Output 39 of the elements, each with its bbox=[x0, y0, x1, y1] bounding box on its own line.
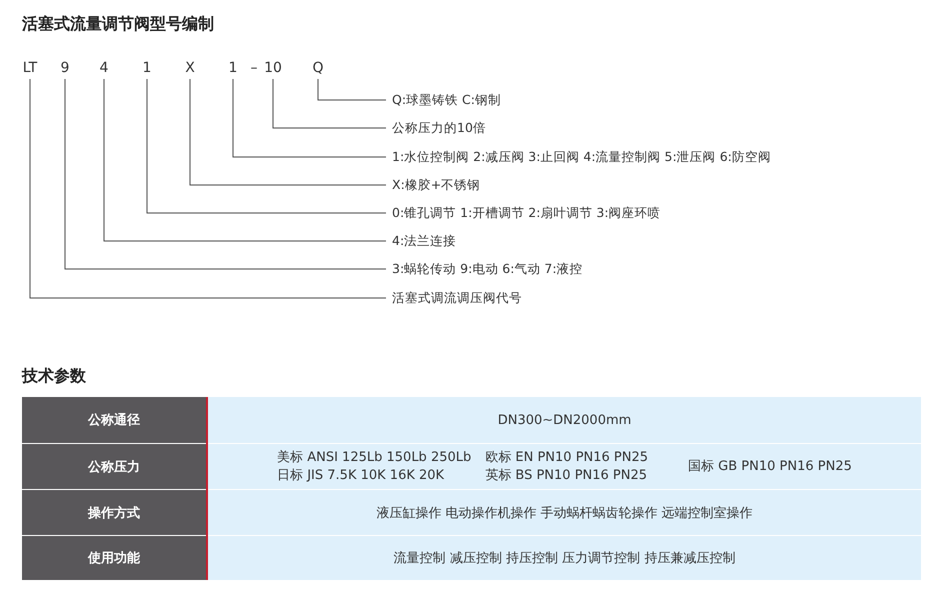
leader-line bbox=[64, 78, 386, 270]
section-heading: 技术参数 bbox=[22, 366, 86, 387]
leader-line bbox=[30, 78, 386, 298]
separator-dash: – bbox=[250, 59, 258, 78]
code-description: 3:蜗轮传动 9:电动 6:气动 7:液控 bbox=[392, 260, 583, 278]
leader-line bbox=[146, 78, 386, 214]
diagram-title: 活塞式流量调节阀型号编制 bbox=[22, 14, 214, 35]
code-character: 1 bbox=[142, 58, 152, 78]
code-character: Q bbox=[312, 58, 324, 78]
code-description: Q:球墨铸铁 C:钢制 bbox=[392, 91, 501, 109]
table-cell: 液压缸操作 电动操作机操作 手动蜗杆蜗齿轮操作 远端控制室操作 bbox=[208, 490, 921, 535]
leader-line bbox=[232, 78, 386, 158]
code-character: 4 bbox=[100, 58, 108, 78]
code-character: LT bbox=[22, 58, 38, 78]
table-header-cell: 公称通径 bbox=[22, 397, 206, 443]
code-description: 4:法兰连接 bbox=[392, 232, 456, 250]
table-header-cell: 公称压力 bbox=[22, 444, 206, 489]
code-character: 1 bbox=[228, 58, 238, 78]
leader-line bbox=[272, 78, 386, 128]
code-character: X bbox=[185, 58, 195, 78]
table-header-cell: 使用功能 bbox=[22, 536, 206, 580]
code-description: 1:水位控制阀 2:减压阀 3:止回阀 4:流量控制阀 5:泄压阀 6:防空阀 bbox=[392, 148, 771, 166]
standard-text: 国标 GB PN10 PN16 PN25 bbox=[688, 458, 852, 476]
code-character: 10 bbox=[264, 58, 282, 78]
table-cell: 流量控制 减压控制 持压控制 压力调节控制 持压兼减压控制 bbox=[208, 536, 921, 580]
table-header-cell: 操作方式 bbox=[22, 490, 206, 535]
standard-text: 欧标 EN PN10 PN16 PN25 bbox=[485, 448, 648, 466]
standard-text: 日标 JIS 7.5K 10K 16K 20K bbox=[277, 466, 444, 484]
standard-text: 美标 ANSI 125Lb 150Lb 250Lb bbox=[277, 448, 472, 466]
code-description: 公称压力的10倍 bbox=[392, 119, 486, 137]
leader-line bbox=[190, 78, 386, 186]
code-character: 9 bbox=[60, 58, 70, 78]
code-description: 活塞式调流调压阀代号 bbox=[392, 289, 522, 307]
standard-text: 英标 BS PN10 PN16 PN25 bbox=[485, 466, 648, 484]
table-cell: DN300~DN2000mm bbox=[208, 397, 921, 443]
code-description: 0:锥孔调节 1:开槽调节 2:扇叶调节 3:阀座环喷 bbox=[392, 204, 661, 222]
leader-line bbox=[318, 78, 386, 100]
code-description: X:橡胶+不锈钢 bbox=[392, 176, 480, 194]
leader-line bbox=[104, 78, 386, 242]
